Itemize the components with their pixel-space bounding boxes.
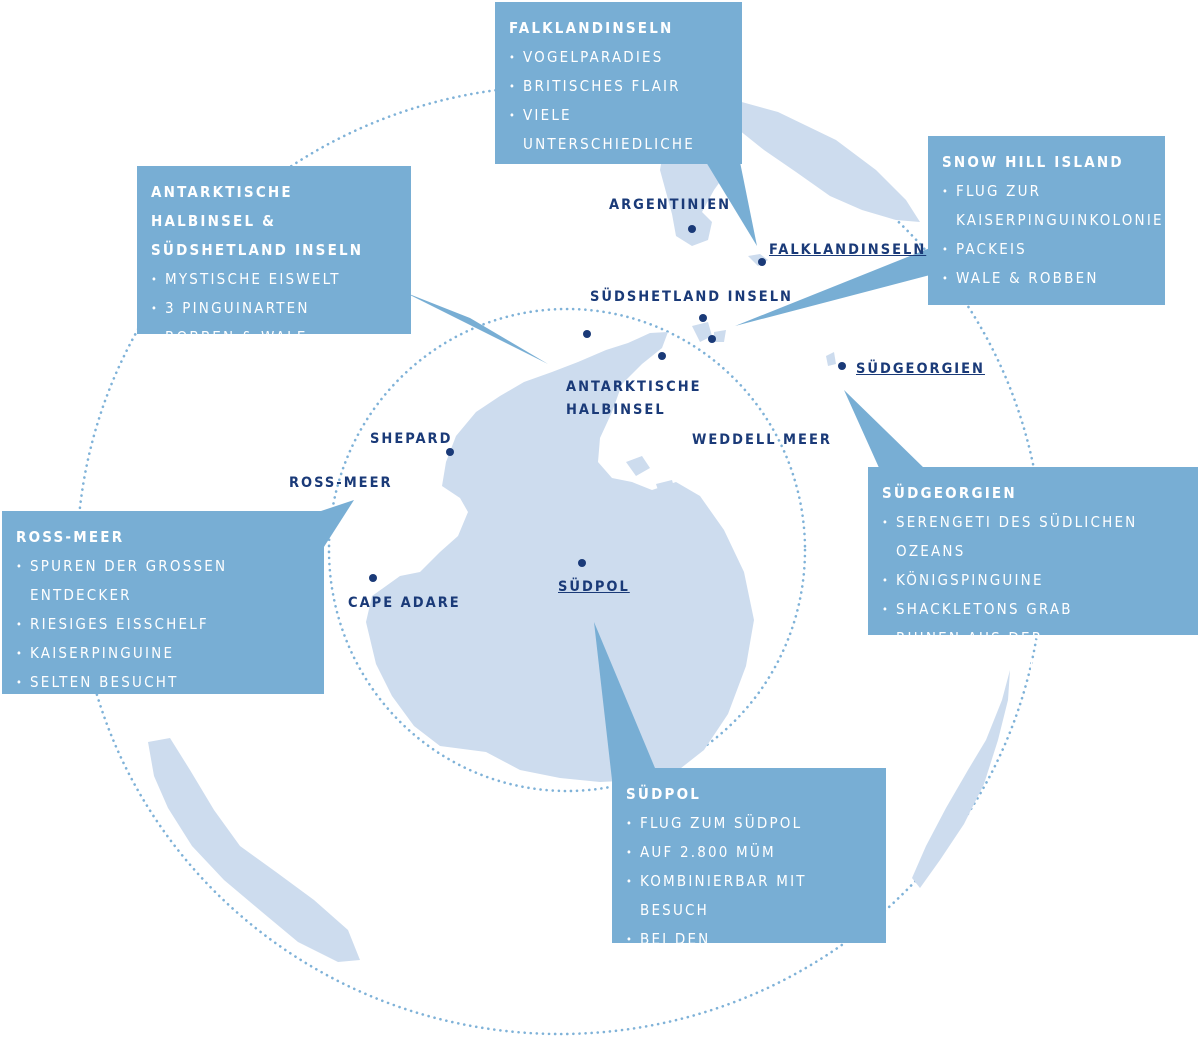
weddell-ice-shelf-islands xyxy=(626,456,676,496)
rossmeer-box-title: ROSS-MEER xyxy=(16,528,125,546)
rossmeer-info-box: ROSS-MEER SPUREN DER GROSSEN ENTDECKER R… xyxy=(2,511,324,697)
snowhill-info-box: SNOW HILL ISLAND FLUG ZUR KAISERPINGUINK… xyxy=(928,136,1165,305)
halbinsel-box-list: MYSTISCHE EISWELT 3 PINGUINARTEN ROBBEN … xyxy=(151,265,397,352)
africa-tip-landmass xyxy=(912,670,1010,888)
snowhill-pointer xyxy=(735,248,930,326)
south-atlantic-landmass xyxy=(720,96,920,222)
sudgeorgien-dot xyxy=(838,362,846,370)
label-sudpol-link[interactable]: SÜDPOL xyxy=(558,579,630,595)
label-antarktische-halbinsel-2: HALBINSEL xyxy=(566,402,666,418)
new-zealand-landmass xyxy=(148,738,360,962)
label-sudgeorgien-link[interactable]: SÜDGEORGIEN xyxy=(856,361,985,377)
label-sudshetland: SÜDSHETLAND INSELN xyxy=(590,289,793,305)
list-item-continuation: BEI DEN KAISERPINGUINEN xyxy=(626,925,872,983)
rossmeer-box-list: SPUREN DER GROSSEN ENTDECKER RIESIGES EI… xyxy=(16,552,310,697)
list-item: SHACKLETONS GRAB xyxy=(882,595,1184,624)
halbinsel-box-title-line1: ANTARKTISCHE HALBINSEL & xyxy=(151,183,293,230)
halbinsel-pointer xyxy=(404,292,548,364)
list-item: RIESIGES EISSCHELF xyxy=(16,610,310,639)
label-ross-meer: ROSS-MEER xyxy=(289,475,393,491)
snowhill-box-list: FLUG ZUR KAISERPINGUINKOLONIE PACKEIS WA… xyxy=(942,177,1162,293)
falkland-info-box: FALKLANDINSELN VOGELPARADIES BRITISCHES … xyxy=(495,2,742,182)
sudpol-info-box: SÜDPOL FLUG ZUM SÜDPOL AUF 2.800 müM KOM… xyxy=(612,768,886,977)
sudpol-pointer xyxy=(594,622,660,780)
list-item: ROBBEN & WALE xyxy=(151,323,397,352)
sudgeorgien-box-title: SÜDGEORGIEN xyxy=(882,484,1017,502)
snowhill-box-title: SNOW HILL ISLAND xyxy=(942,153,1124,171)
halbinsel-box-title-line2: SÜDSHETLAND INSELN xyxy=(151,241,364,259)
antarktische-halbinsel-dot xyxy=(658,352,666,360)
list-item: SPUREN DER GROSSEN ENTDECKER xyxy=(16,552,310,610)
label-falklandinseln-link[interactable]: FALKLANDINSELN xyxy=(769,242,927,258)
rossmeer-pointer xyxy=(318,500,354,550)
list-item: PACKEIS xyxy=(942,235,1151,264)
list-item: KÖNIGSPINGUINE xyxy=(882,566,1184,595)
label-weddell-meer: WEDDELL MEER xyxy=(692,432,832,448)
sudgeorgien-pointer xyxy=(844,390,926,470)
antarctica-landmass xyxy=(366,332,754,782)
label-shepard: SHEPARD xyxy=(370,431,453,447)
sudshetland-dot-1 xyxy=(583,330,591,338)
capeadare-dot xyxy=(369,574,377,582)
list-item: VOGELPARADIES xyxy=(509,43,728,72)
sudpol-box-title: SÜDPOL xyxy=(626,785,702,803)
halbinsel-info-box: ANTARKTISCHE HALBINSEL & SÜDSHETLAND INS… xyxy=(137,166,411,352)
label-cape-adare: CAPE ADARE xyxy=(348,595,461,611)
list-item-continuation: AUF 2.800 müM xyxy=(626,838,872,867)
list-item: KOMBINIERBAR MIT BESUCH xyxy=(626,867,872,925)
list-item: VIELE UNTERSCHIEDLICHE PINGUINARTEN xyxy=(509,101,728,188)
list-item: SELTEN BESUCHT xyxy=(16,668,310,697)
sudpol-box-list: FLUG ZUM SÜDPOL AUF 2.800 müM KOMBINIERB… xyxy=(626,809,872,983)
shetland-islands-land xyxy=(692,322,726,342)
list-item: BRITISCHES FLAIR xyxy=(509,72,728,101)
inner-dotted-ring xyxy=(327,307,807,793)
sudgeorgien-island xyxy=(826,352,836,366)
argentinien-dot xyxy=(688,225,696,233)
sudshetland-dot-3 xyxy=(708,335,716,343)
falkland-box-title: FALKLANDINSELN xyxy=(509,19,674,37)
sudgeorgien-box-list: SERENGETI DES SÜDLICHEN OZEANS KÖNIGSPIN… xyxy=(882,508,1184,682)
list-item: 3 PINGUINARTEN xyxy=(151,294,397,323)
sudgeorgien-info-box: SÜDGEORGIEN SERENGETI DES SÜDLICHEN OZEA… xyxy=(868,467,1198,676)
list-item: MYSTISCHE EISWELT xyxy=(151,265,397,294)
sudpol-dot xyxy=(578,559,586,567)
list-item: KAISERPINGUINE xyxy=(16,639,310,668)
list-item: RUINEN AUS DER WALFÄNGERZEIT xyxy=(882,624,1184,682)
list-item: FLUG ZUR KAISERPINGUINKOLONIE xyxy=(942,177,1162,235)
label-antarktische-halbinsel-1: ANTARKTISCHE xyxy=(566,379,702,395)
shepard-dot xyxy=(446,448,454,456)
list-item: FLUG ZUM SÜDPOL xyxy=(626,809,872,838)
falkland-box-list: VOGELPARADIES BRITISCHES FLAIR VIELE UNT… xyxy=(509,43,728,188)
list-item: SERENGETI DES SÜDLICHEN OZEANS xyxy=(882,508,1184,566)
falklandinseln-dot xyxy=(758,258,766,266)
sudshetland-dot-2 xyxy=(699,314,707,322)
list-item: WALE & ROBBEN xyxy=(942,264,1151,293)
label-argentinien: ARGENTINIEN xyxy=(609,197,732,213)
